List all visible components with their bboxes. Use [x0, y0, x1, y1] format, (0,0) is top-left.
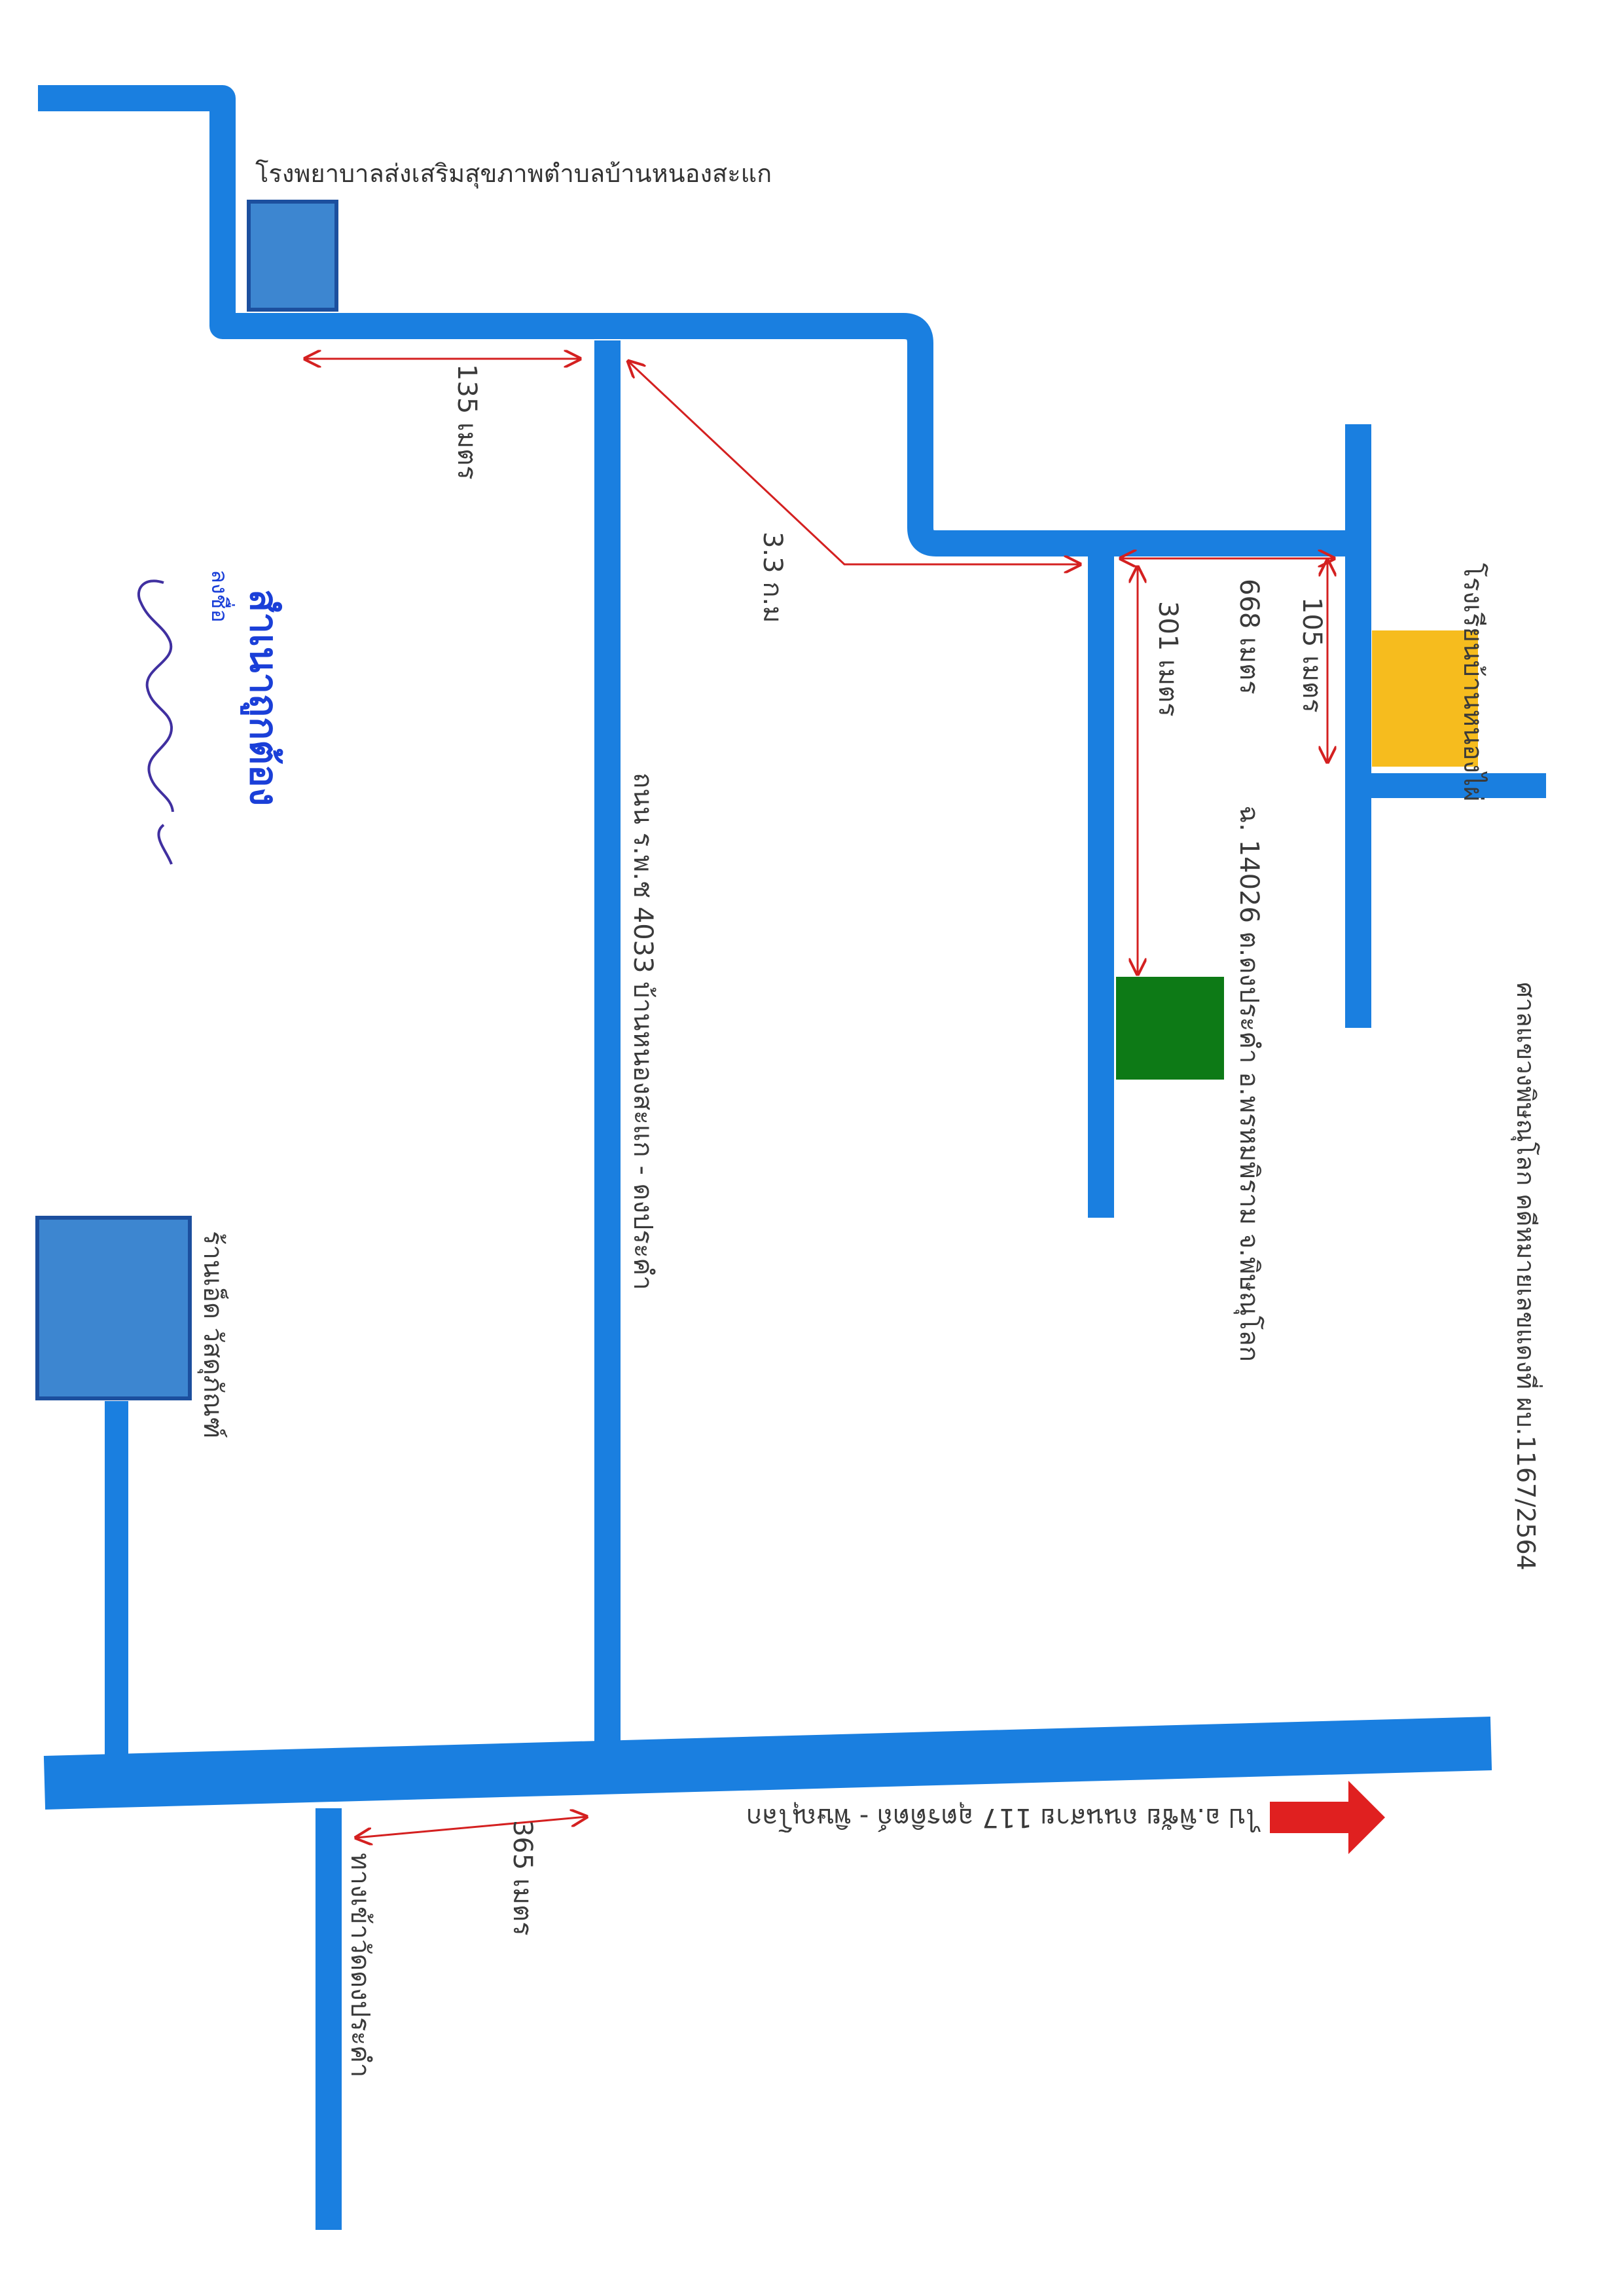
school-label: โรงเรียนบ้านหนองไผ่: [1458, 563, 1488, 802]
measurements: [305, 359, 1334, 1838]
highway-label: ไป อ.พิชัย ถนนสาย 117 อุตรดิตถ์ - พิษณุโ…: [746, 1802, 1259, 1832]
restaurant-building: [35, 1216, 192, 1400]
distance-301-label: 301 เมตร: [1153, 601, 1183, 717]
red-arrow-right-icon: [1270, 1781, 1385, 1854]
distance-365-label: 365 เมตร: [507, 1820, 537, 1936]
distance-135-label: 135 เมตร: [452, 364, 482, 480]
target-plot: [1116, 977, 1224, 1080]
signature-text: ลงชื่อ: [206, 570, 232, 623]
road-highway: [43, 1717, 1492, 1810]
restaurant-label: ร้านเอ็ด วัสดุภัณฑ์: [198, 1231, 228, 1439]
school-building: [1372, 630, 1478, 767]
signature-mark: [137, 579, 174, 865]
roads: [38, 85, 1546, 2230]
distance-3-3km-label: 3.3 ก.ม: [757, 532, 787, 623]
court-reference-label: ศาลแขวงพิษณุโลก คดีหมายเลขแดงที่ ผบ.1167…: [1511, 982, 1540, 1571]
measure-365: [356, 1817, 586, 1838]
distance-105-label: 105 เมตร: [1297, 597, 1327, 713]
distance-668-label: 668 เมตร: [1234, 579, 1264, 695]
measure-3-3km: [628, 361, 1080, 564]
temple-entrance-label: ทางเข้าวัดดงประคำ: [345, 1853, 375, 2078]
main-road-label: ถนน ร.พ.ช 4033 บ้านหนองสะแก - ดงประคำ: [628, 773, 658, 1290]
target-land-label: ฉ. 14026 ต.ดงประคำ อ.พรหมพิราม จ.พิษณุโล…: [1234, 805, 1264, 1362]
certified-copy-stamp: สำเนาถูกต้อง: [242, 589, 286, 807]
hospital-label: โรงพยาบาลส่งเสริมสุขภาพตำบลบ้านหนองสะแก: [255, 159, 772, 188]
hospital-building: [247, 200, 338, 312]
